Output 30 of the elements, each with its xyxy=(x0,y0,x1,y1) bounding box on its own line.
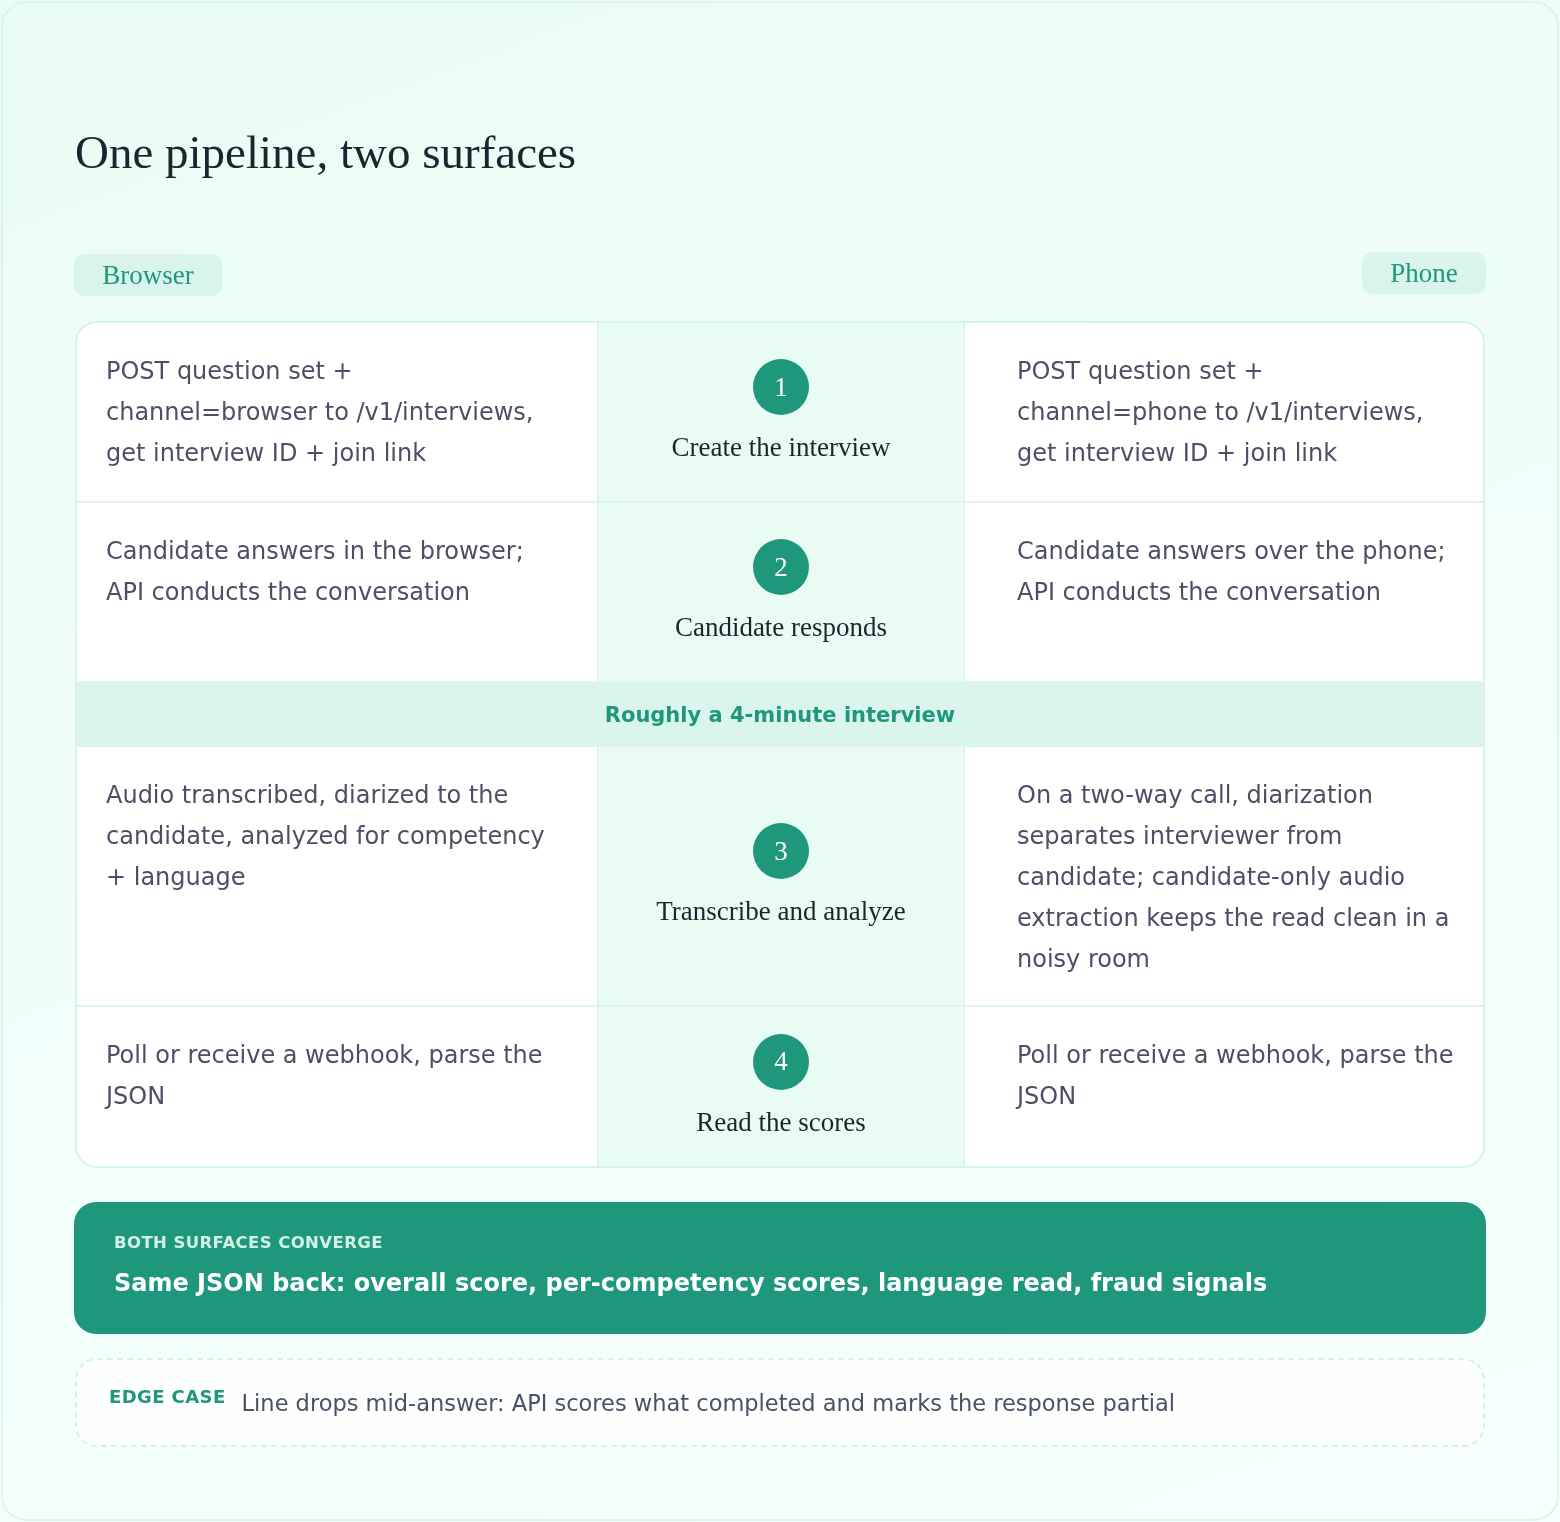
step-title: Create the interview xyxy=(671,431,891,464)
step-cell xyxy=(599,323,965,503)
cell-text: Candidate answers in the browser; API conducts the conversation xyxy=(105,536,525,608)
banner-text: Same JSON back: overall score, per-competency scores, language read, fraud signals xyxy=(114,1268,1268,1299)
note-text: Line drops mid-answer: API scores what completed and marks the response partial xyxy=(241,1389,1175,1416)
banner-heading: BOTH SURFACES CONVERGE xyxy=(114,1232,383,1254)
step-cell xyxy=(599,503,965,683)
cell-text: On a two-way call, diarization separates interviewer from candidate; candidate-only audio extraction keeps the read clean in a noisy room xyxy=(1016,780,1451,975)
step-title: Transcribe and analyze xyxy=(656,895,906,928)
step-number: 2 xyxy=(753,539,809,595)
cell-text: POST question set + channel=browser to /v1/interviews, get interview ID + join link xyxy=(105,356,535,469)
edge-case-note xyxy=(75,1358,1485,1447)
duration-band: Roughly a 4-minute interview xyxy=(77,683,1483,747)
step-title: Candidate responds xyxy=(674,611,888,644)
step-title: Read the scores xyxy=(696,1105,866,1139)
note-heading: EDGE CASE xyxy=(109,1386,226,1407)
step-cell xyxy=(599,747,965,1007)
step-number: 4 xyxy=(753,1033,809,1090)
cell-text: Poll or receive a webhook, parse the JSON xyxy=(103,1040,544,1112)
cell-text: Candidate answers over the phone; API conducts the conversation xyxy=(1016,536,1447,608)
cell-text: Poll or receive a webhook, parse the JSON xyxy=(1014,1040,1455,1112)
step-cell xyxy=(599,1007,965,1166)
cell-text: Audio transcribed, diarized to the candidate, analyzed for competency + language xyxy=(105,780,546,893)
surface-tag: Phone xyxy=(1362,252,1486,294)
diagram-title: One pipeline, two surfaces xyxy=(75,125,577,180)
step-number: 1 xyxy=(753,359,809,415)
step-number: 3 xyxy=(753,823,809,879)
summary-banner xyxy=(74,1202,1486,1334)
surface-tag: Browser xyxy=(74,254,222,296)
cell-text: POST question set + channel=phone to /v1/interviews, get interview ID + join link xyxy=(1016,356,1425,469)
